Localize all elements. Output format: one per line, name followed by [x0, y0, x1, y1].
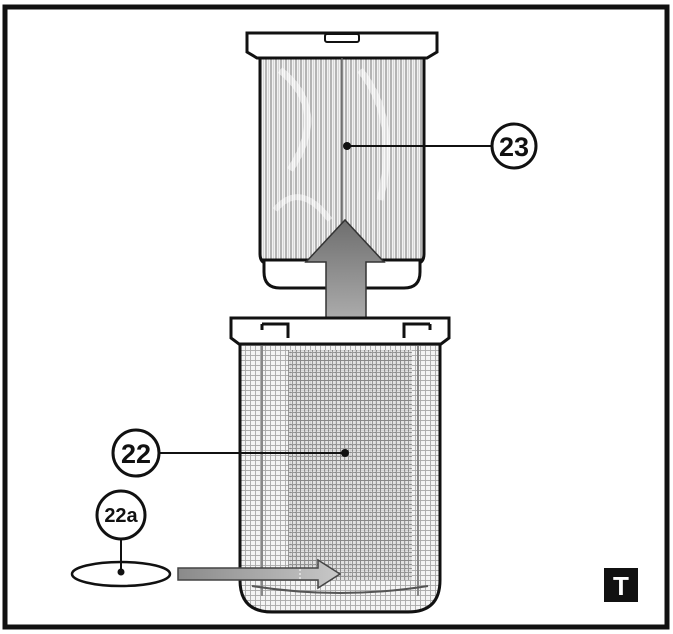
upper-filter-highlight: [277, 67, 312, 172]
callout-22-circle: [111, 428, 161, 478]
lower-filter-clip-right: [402, 322, 432, 338]
upper-filter-lid-tab: [324, 33, 360, 43]
lower-filter: [229, 316, 451, 614]
callout-22-dot: [341, 449, 349, 457]
callout-22a: 22a: [95, 489, 147, 576]
right-arrow-icon: [177, 558, 342, 590]
callout-22a-dot: [117, 568, 125, 576]
callout-23-dot: [343, 142, 351, 150]
callout-23-circle: [490, 122, 538, 170]
callout-22-label: 22: [121, 439, 151, 469]
upper-filter-lid: [245, 31, 439, 60]
lower-filter-rim: [229, 316, 451, 346]
upper-filter: [245, 31, 439, 290]
upper-filter-highlight: [272, 194, 333, 222]
lower-filter-clip-left: [260, 322, 290, 338]
corner-badge: T: [604, 568, 638, 602]
callout-23: 23: [343, 122, 538, 170]
callout-23-label: 23: [499, 132, 529, 162]
lower-filter-base: [251, 585, 429, 594]
up-arrow-icon: [304, 218, 386, 327]
callout-22: 22: [111, 428, 349, 478]
upper-filter-highlight: [357, 67, 391, 201]
corner-badge-box: [604, 568, 638, 602]
callout-22a-circle: [95, 489, 147, 541]
lower-filter-inner-mesh: [288, 350, 412, 580]
corner-badge-label: T: [613, 571, 629, 601]
callout-22a-label: 22a: [104, 505, 138, 527]
